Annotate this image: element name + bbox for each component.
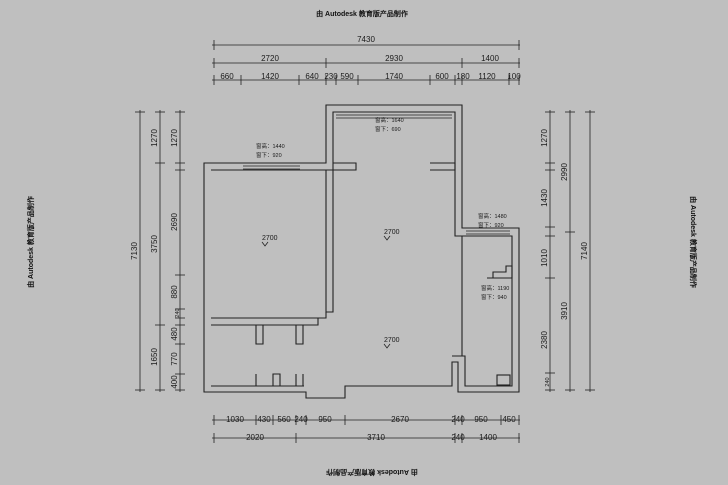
bottom-dimensions: 1030 430 560 240 950 2670 240 950 450 20… (212, 415, 520, 443)
top-mid-dim-2: 2930 (385, 54, 403, 63)
left-fine-dim-6: 770 (170, 352, 179, 366)
bottom-overall-dim-3: 240 (451, 433, 465, 442)
room-b-height: 2700 (384, 229, 400, 236)
bottom-overall-dim-2: 3710 (367, 433, 385, 442)
watermark-bottom: 由 Autodesk 教育版产品制作 (326, 468, 418, 477)
window-3-sill: 窗下：920 (478, 221, 504, 229)
top-fine-dim-2: 1420 (261, 72, 279, 81)
left-fine-dim-3: 880 (170, 285, 179, 299)
top-fine-dim-10: 100 (507, 72, 521, 81)
left-mid-dim-2: 3750 (150, 235, 159, 253)
left-dimensions: 7130 1270 3750 1650 1270 2690 880 240 (130, 110, 185, 392)
window-4-height: 窗高：1190 (481, 284, 509, 292)
top-fine-dim-5: 590 (340, 72, 354, 81)
window-2-height: 窗高：1440 (256, 142, 285, 150)
right-fine-dim-1: 1270 (540, 129, 549, 147)
left-fine-dim-1: 1270 (170, 129, 179, 147)
left-mid-dim-3: 1650 (150, 348, 159, 366)
top-fine-dim-8: 180 (456, 72, 470, 81)
watermark-right: 由 Autodesk 教育版产品制作 (689, 196, 698, 288)
window-1-sill: 窗下：690 (375, 125, 401, 133)
window-4-sill: 窗下：940 (481, 293, 507, 301)
left-fine-dim-4: 240 (175, 308, 181, 317)
top-mid-dim-3: 1400 (481, 54, 499, 63)
top-fine-dim-7: 600 (435, 72, 449, 81)
top-mid-dim-1: 2720 (261, 54, 279, 63)
bottom-fine-dim-7: 240 (451, 415, 465, 424)
window-2-sill: 窗下：920 (256, 151, 282, 159)
window-notes: 窗高：1640 窗下：690 窗高：1440 窗下：920 窗高：1480 窗下… (256, 116, 509, 301)
right-fine-dim-5: 240 (545, 377, 551, 386)
right-dimensions: 1270 1430 1010 2380 240 2990 3910 7140 (540, 110, 595, 392)
window-3-height: 窗高：1480 (478, 212, 507, 220)
left-fine-dim-2: 2690 (170, 213, 179, 231)
top-fine-dim-6: 1740 (385, 72, 403, 81)
bottom-fine-dim-6: 2670 (391, 415, 409, 424)
bottom-fine-dim-8: 950 (474, 415, 488, 424)
room-labels: 2700 2700 2700 (261, 229, 400, 349)
bottom-overall-dim-1: 2020 (246, 433, 264, 442)
right-fine-dim-3: 1010 (540, 249, 549, 267)
bottom-fine-dim-9: 450 (502, 415, 516, 424)
bottom-fine-dim-3: 560 (277, 415, 291, 424)
room-c-height: 2700 (384, 337, 400, 344)
watermark-top: 由 Autodesk 教育版产品制作 (316, 9, 408, 18)
bottom-fine-dim-1: 1030 (226, 415, 244, 424)
top-fine-dim-1: 660 (220, 72, 234, 81)
watermark-left: 由 Autodesk 教育版产品制作 (26, 196, 35, 288)
left-fine-dim-5: 480 (170, 327, 179, 341)
left-mid-dim-1: 1270 (150, 129, 159, 147)
right-fine-dim-2: 1430 (540, 189, 549, 207)
bottom-fine-dim-5: 950 (318, 415, 332, 424)
right-fine-dim-4: 2380 (540, 331, 549, 349)
bottom-fine-dim-2: 430 (257, 415, 271, 424)
left-fine-dim-7: 400 (170, 375, 179, 389)
left-overall-dim: 7130 (130, 242, 139, 260)
top-fine-dim-4: 230 (324, 72, 338, 81)
top-overall-dim: 7430 (357, 35, 375, 44)
right-mid-dim-1: 2990 (560, 163, 569, 181)
window-1-height: 窗高：1640 (375, 116, 404, 124)
top-fine-dim-3: 640 (305, 72, 319, 81)
right-mid-dim-2: 3910 (560, 302, 569, 320)
right-overall-dim: 7140 (580, 242, 589, 260)
bottom-fine-dim-4: 240 (294, 415, 308, 424)
top-fine-dim-9: 1120 (478, 72, 496, 81)
bottom-overall-dim-4: 1400 (479, 433, 497, 442)
top-dimensions: 7430 2720 2930 1400 660 1420 64 (212, 35, 521, 85)
room-a-height: 2700 (262, 235, 278, 242)
walls (203, 104, 520, 399)
